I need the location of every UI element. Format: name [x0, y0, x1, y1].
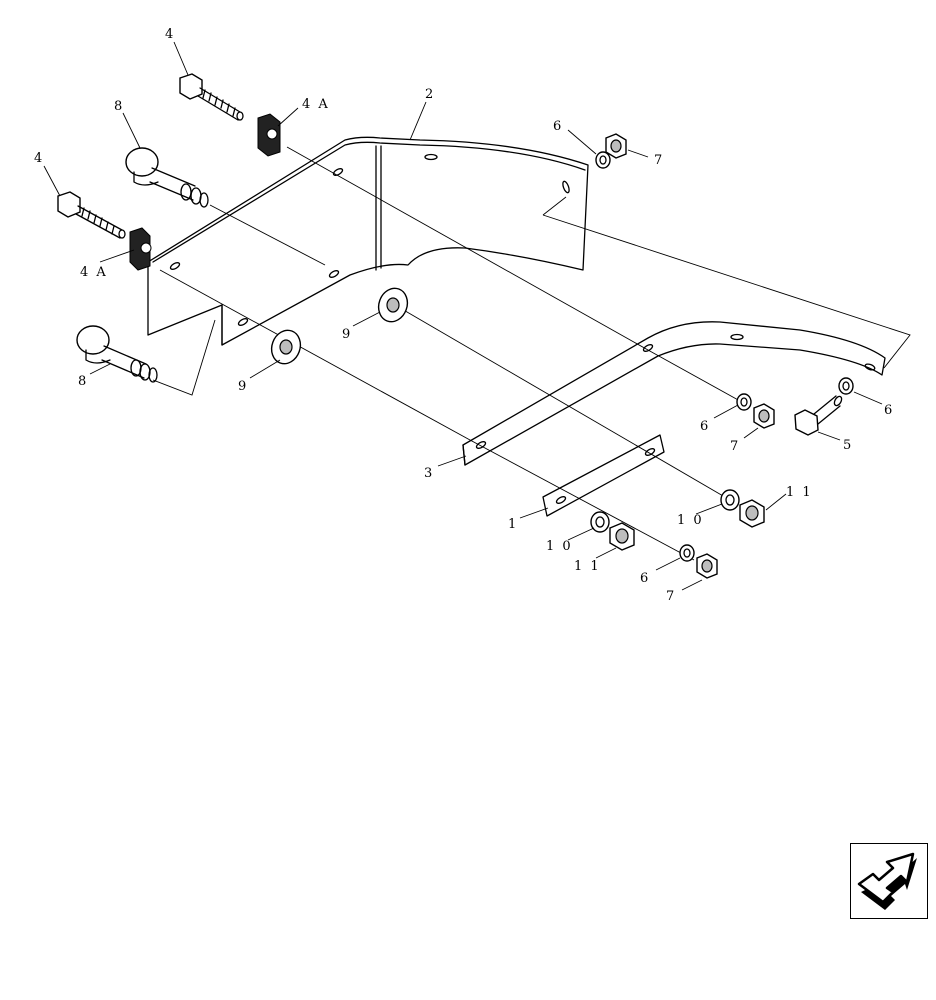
callout-11: 1 1: [574, 559, 601, 574]
callout-2: 2: [425, 87, 435, 102]
callout-3: 3: [424, 466, 434, 481]
callout-9: 9: [238, 379, 248, 394]
washer-6-mid: [736, 393, 752, 411]
washer-10-left: [590, 511, 610, 533]
leader-lines: [43, 41, 883, 591]
washer-large-upper: [377, 287, 409, 323]
callout-labels: 4 8 4 A 2 6 7 4 4 A 9 9 8 6 7 6 5 3 1 1 …: [34, 27, 894, 604]
callout-8: 8: [78, 374, 88, 389]
callout-4a: 4 A: [80, 265, 108, 280]
callout-11: 1 1: [786, 485, 813, 500]
callout-7: 7: [730, 439, 740, 454]
bolt-upper: [179, 73, 244, 121]
callout-8: 8: [114, 99, 124, 114]
clip-nut-upper: [257, 113, 281, 157]
callout-4a: 4 A: [302, 97, 330, 112]
assembly-lines: [152, 146, 911, 561]
callout-1: 1: [508, 517, 518, 532]
carriage-bolt-upper: [125, 147, 209, 208]
callout-4: 4: [165, 27, 175, 42]
plate: [542, 434, 665, 517]
callout-10: 1 0: [546, 539, 573, 554]
callout-7: 7: [654, 153, 664, 168]
nut-11-right: [739, 499, 765, 528]
washer-large-lower: [270, 329, 302, 365]
callout-7: 7: [666, 589, 676, 604]
callout-10: 1 0: [677, 513, 704, 528]
washer-10-right: [720, 489, 740, 511]
nut-11-left: [609, 522, 635, 551]
callout-6: 6: [700, 419, 710, 434]
callout-6: 6: [640, 571, 650, 586]
bracket-strip: [462, 321, 886, 466]
bolt-lower: [57, 191, 126, 239]
callout-9: 9: [342, 327, 352, 342]
washer-6-right: [838, 377, 854, 395]
nut-7-bottom: [696, 553, 718, 579]
nut-7-mid: [753, 403, 775, 429]
callout-5: 5: [843, 438, 853, 453]
carriage-bolt-lower: [76, 325, 158, 383]
arrow-next-icon: [857, 852, 917, 910]
nut-7-top: [605, 133, 627, 159]
callout-4: 4: [34, 151, 44, 166]
shield-panel: [147, 136, 589, 346]
washer-6-top: [595, 151, 611, 169]
hex-bolt: [794, 395, 843, 436]
clip-nut-lower: [129, 227, 152, 271]
callout-6: 6: [553, 119, 563, 134]
callout-6: 6: [884, 403, 894, 418]
washer-6-bottom: [679, 544, 695, 562]
next-page-button[interactable]: [850, 843, 928, 919]
